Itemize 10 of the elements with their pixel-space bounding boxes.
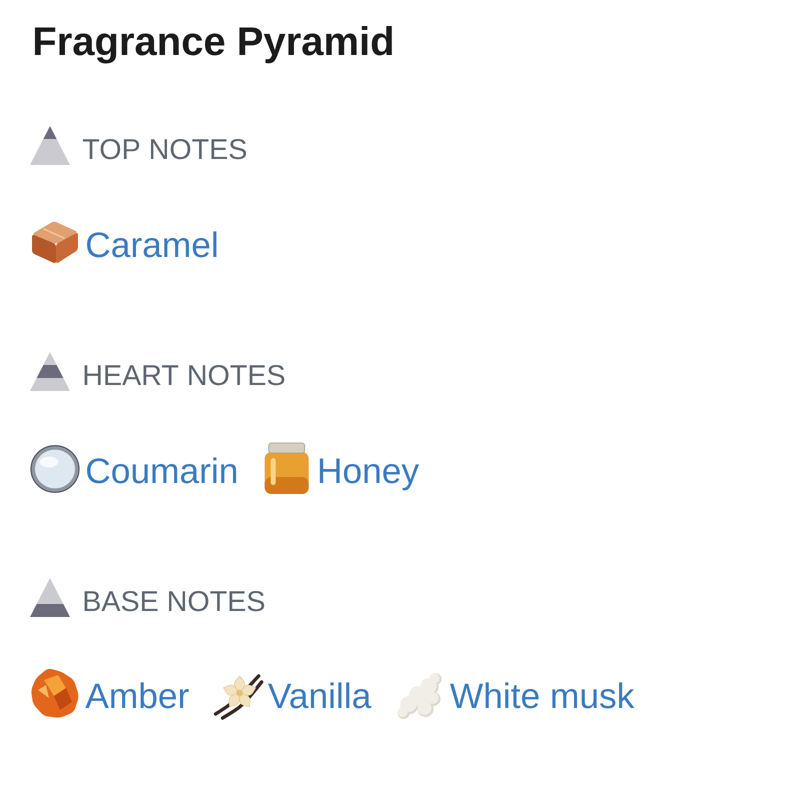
section-heading: HEART NOTES — [84, 365, 284, 386]
note-link: Coumarin — [87, 457, 236, 484]
note-link: Honey — [320, 458, 420, 490]
section-heading: TOP NOTES — [82, 139, 246, 160]
note-link: White musk — [450, 682, 634, 708]
note-link: Caramel — [87, 231, 216, 258]
section-heading: BASE NOTES — [84, 591, 264, 612]
title: Fragrance Pyramid — [34, 26, 392, 64]
note-link: Vanilla — [268, 682, 372, 708]
note-link: Amber — [85, 682, 189, 708]
